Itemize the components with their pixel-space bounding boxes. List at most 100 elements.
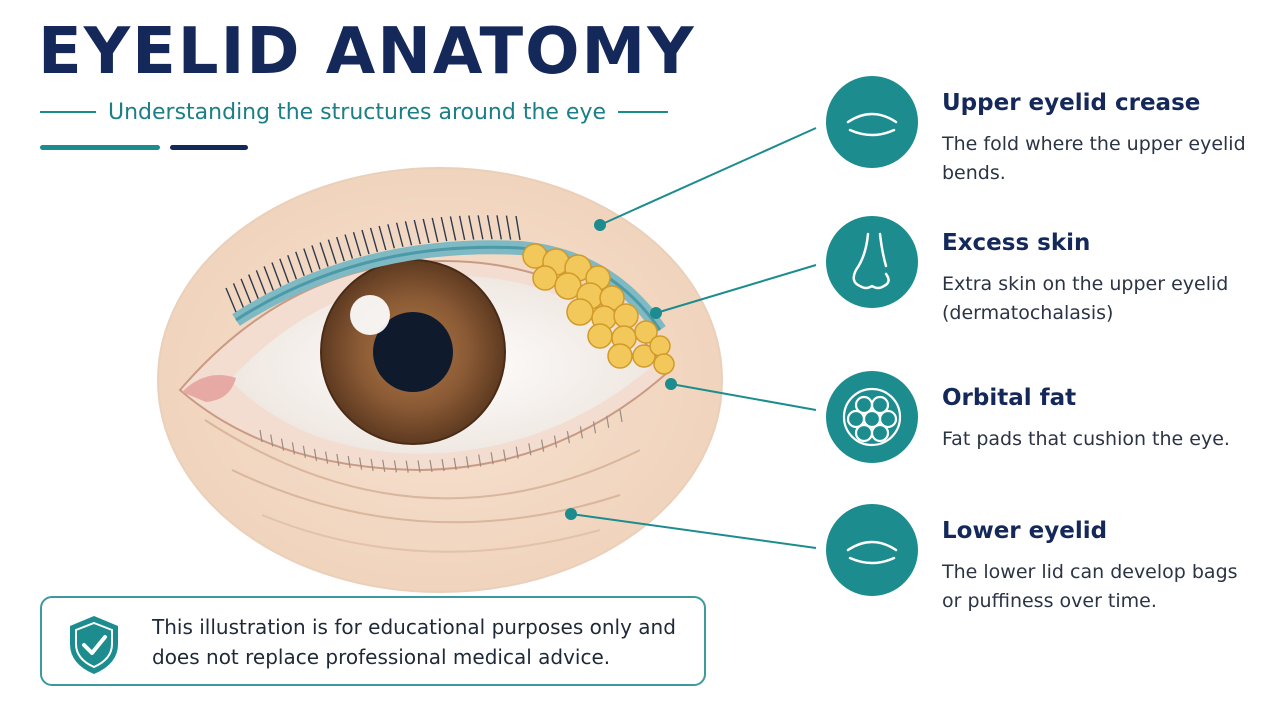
eyelash [344,234,354,259]
eyelash [395,222,404,247]
eyelash [541,439,545,452]
closed-eye-icon [846,540,898,565]
eyelash [225,287,237,313]
iris [320,259,506,445]
eyelash [606,415,610,428]
feature-title: Lower eyelid [942,518,1108,544]
upper-lid-margin [232,240,666,334]
subtitle-rule-right [618,111,669,113]
eyelash [378,225,387,251]
eyelash [303,248,313,273]
leader-lines [565,127,817,549]
feature-title: Excess skin [942,230,1091,256]
eyelash [405,460,409,473]
eyelash [347,455,351,469]
eyelash [327,239,337,264]
feature-description: The fold where the upper eyelid bends. [942,133,1246,184]
pupil [373,312,453,392]
eyelash [458,215,466,241]
eyelash [449,216,457,241]
eyelash [279,258,290,284]
eyelash [477,215,484,240]
nose-icon [852,232,890,290]
eyelash [382,459,386,472]
feature-title: Orbital fat [942,385,1077,411]
eyelash [592,421,597,434]
fat-lobule [634,320,658,344]
eyelash [302,445,306,458]
subtitle-rule-left [40,111,96,113]
eyelash [453,457,457,471]
eyelash [248,274,259,299]
fat-lobule [613,303,639,329]
eyelash [528,443,532,456]
eyelash [255,270,267,295]
eyelash [422,218,430,244]
catchlight [350,295,390,335]
eyelash [579,426,583,439]
feature-title: Upper eyelid crease [942,90,1201,116]
eyelash [429,459,433,473]
eyelash [270,434,274,447]
eyelash [336,236,345,262]
eyelash [413,219,421,245]
eyelash [287,254,298,280]
eyelash [232,283,244,308]
feature-description: Extra skin on the upper eyelid (dermatoc… [942,273,1229,324]
eyelash [440,216,448,242]
eyelash [352,231,362,257]
subtitle-row: Understanding the structures around the … [40,96,669,128]
eyelash [486,215,493,240]
fat-lobule [632,344,656,368]
accent-bar-teal [40,145,160,150]
eyelash [295,251,305,277]
lower-lid-folds [204,419,641,553]
eyelash [393,460,397,473]
fat-cluster-icon [842,387,902,447]
eyelash [496,215,502,240]
fat-lobule [566,298,594,326]
eyelash [404,221,413,246]
eyelash [431,217,439,243]
eyelash [515,215,521,241]
fat-lobule [653,353,675,375]
eyelash [553,435,558,448]
eyelash [441,459,445,472]
eyelash [291,442,295,455]
eyelash [311,245,321,270]
eyelash [263,266,274,291]
fat-lobule [607,343,633,369]
eyelash [490,452,494,465]
eyelash [361,229,370,255]
lower-lashes [259,409,623,473]
upper-lashes [225,215,521,313]
eyelash [319,242,329,267]
eyelash [387,224,396,249]
eyelash [369,227,379,253]
disclaimer-text: This illustration is for educational pur… [152,615,676,669]
eyelash [505,215,512,240]
eyelash [370,458,374,471]
eyelash [271,262,282,287]
eyelash [359,457,363,470]
eyelash [417,460,421,473]
eyelash [240,278,252,304]
eyelash [259,429,263,443]
tear-duct [182,375,236,402]
page-title: EYELID ANATOMY [38,15,696,89]
page-subtitle: Understanding the structures around the … [108,99,607,125]
eyelash [325,451,329,464]
disclaimer-box: This illustration is for educational pur… [40,596,706,686]
fat-lobule [649,335,671,357]
eyelash [619,409,623,423]
feature-icon-badge [826,371,918,463]
feature-icon-badge [826,76,918,168]
feature-icon-badge [826,504,918,596]
feature-description: The lower lid can develop bags or puffin… [942,561,1238,612]
eyelash [465,456,469,469]
closed-eye-icon [846,112,898,137]
shield-check-icon [70,616,118,674]
eyelash [515,446,519,459]
eyelash [503,449,507,462]
